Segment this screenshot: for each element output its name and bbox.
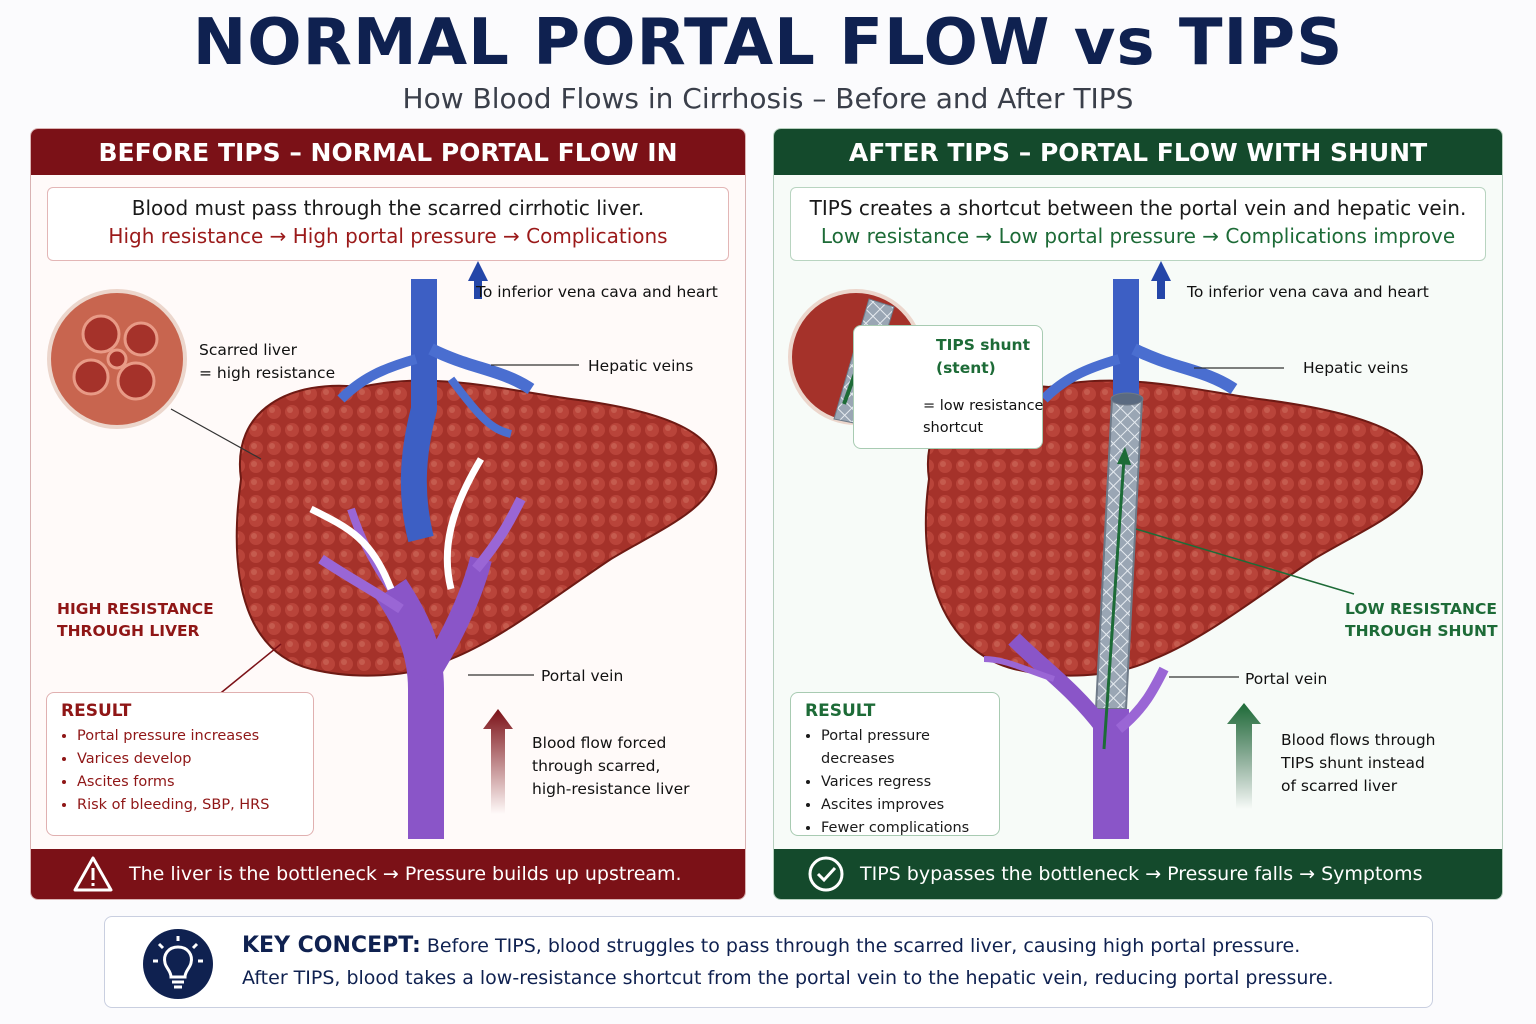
hepatic-vein <box>400 279 437 543</box>
after-message-line2: Low resistance → Low portal pressure → C… <box>820 224 1456 248</box>
after-footer-text: TIPS bypasses the bottleneck → Pressure … <box>860 863 1423 885</box>
before-flow-note3: high-resistance liver <box>532 780 690 798</box>
before-liver-illustration <box>47 261 718 839</box>
ivc-up-arrow <box>1151 261 1171 299</box>
list-item: Portal pressure increases <box>77 725 299 748</box>
before-result-list: Portal pressure increases Varices develo… <box>61 725 299 817</box>
lightbulb-icon <box>153 936 203 989</box>
before-portal-label: Portal vein <box>541 667 624 685</box>
key-concept-text1: Before TIPS, blood struggles to pass thr… <box>426 935 1301 957</box>
after-result-title: RESULT <box>805 701 876 721</box>
before-message-line2: High resistance → High portal pressure →… <box>108 224 668 248</box>
after-portal-label: Portal vein <box>1245 670 1328 688</box>
tips-shunt-callout <box>853 325 1043 449</box>
before-footer-text: The liver is the bottleneck → Pressure b… <box>129 863 682 885</box>
list-item: Varices develop <box>77 748 299 771</box>
after-result-box: RESULT Portal pressure decreases Varices… <box>790 692 1000 836</box>
after-resistance-label1: LOW RESISTANCE <box>1345 600 1497 618</box>
after-ivc-label: To inferior vena cava and heart <box>1187 283 1429 301</box>
portal-vein <box>375 579 444 839</box>
list-item: Varices regress <box>821 771 985 794</box>
page-subtitle: How Blood Flows in Cirrhosis – Before an… <box>402 82 1134 115</box>
after-resistance-label2: THROUGH SHUNT <box>1345 622 1498 640</box>
after-shunt-label2: (stent) <box>936 359 996 377</box>
after-flow-note1: Blood flows through <box>1281 731 1436 749</box>
list-item: Risk of bleeding, SBP, HRS <box>77 794 299 817</box>
before-result-box: RESULT Portal pressure increases Varices… <box>46 692 314 836</box>
before-flow-note1: Blood flow forced <box>532 734 667 752</box>
after-tips-panel: AFTER TIPS – PORTAL FLOW WITH SHUNT TIPS… <box>773 128 1503 900</box>
list-item: Portal pressure decreases <box>821 725 985 771</box>
before-footer: The liver is the bottleneck → Pressure b… <box>31 849 745 899</box>
before-resistance-label1: HIGH RESISTANCE <box>57 600 214 618</box>
after-footer: TIPS bypasses the bottleneck → Pressure … <box>774 849 1502 899</box>
before-panel-header: BEFORE TIPS – NORMAL PORTAL FLOW IN CIRR… <box>31 129 745 215</box>
key-concept-line2: After TIPS, blood takes a low-resistance… <box>242 967 1334 989</box>
before-hepatic-label: Hepatic veins <box>588 357 694 375</box>
blood-flow-up-arrow <box>483 709 513 814</box>
before-message-box: Blood must pass through the scarred cirr… <box>47 187 729 261</box>
after-shunt-label4: shortcut <box>923 420 984 436</box>
after-shunt-label3: = low resistance <box>923 398 1044 414</box>
before-ivc-label: To inferior vena cava and heart <box>476 283 718 301</box>
after-shunt-label1: TIPS shunt <box>936 336 1030 354</box>
after-flow-note3: of scarred liver <box>1281 777 1398 795</box>
after-message-box: TIPS creates a shortcut between the port… <box>790 187 1486 261</box>
key-concept-box: KEY CONCEPT: Before TIPS, blood struggle… <box>104 916 1433 1008</box>
after-panel-header: AFTER TIPS – PORTAL FLOW WITH SHUNT <box>774 129 1502 175</box>
after-hepatic-label: Hepatic veins <box>1303 359 1409 377</box>
before-result-title: RESULT <box>61 701 132 721</box>
page-title: NORMAL PORTAL FLOW vs TIPS <box>192 6 1344 80</box>
key-concept-label: KEY CONCEPT: <box>242 933 421 958</box>
before-flow-note2: through scarred, <box>532 757 661 775</box>
before-resistance-label2: THROUGH LIVER <box>57 622 200 640</box>
check-circle-icon <box>808 856 844 892</box>
ivc-up-arrow <box>468 261 488 299</box>
before-message-line1: Blood must pass through the scarred cirr… <box>131 196 645 220</box>
list-item: Fewer complications <box>821 817 985 840</box>
after-flow-note2: TIPS shunt instead <box>1281 754 1425 772</box>
list-item: Ascites improves <box>821 794 985 817</box>
scarred-liver-magnifier <box>47 289 187 429</box>
before-scar-label1: Scarred liver <box>199 341 297 359</box>
list-item: Ascites forms <box>77 771 299 794</box>
before-scar-label2: = high resistance <box>199 364 336 382</box>
after-result-list: Portal pressure decreases Varices regres… <box>805 725 985 840</box>
blood-flow-up-arrow <box>1227 703 1261 809</box>
before-tips-panel: BEFORE TIPS – NORMAL PORTAL FLOW IN CIRR… <box>30 128 746 900</box>
liver-shape <box>235 379 718 677</box>
key-concept-badge <box>143 929 213 999</box>
after-message-line1: TIPS creates a shortcut between the port… <box>809 196 1467 220</box>
warning-icon <box>73 856 113 892</box>
key-concept-line1: KEY CONCEPT: Before TIPS, blood struggle… <box>242 933 1300 958</box>
